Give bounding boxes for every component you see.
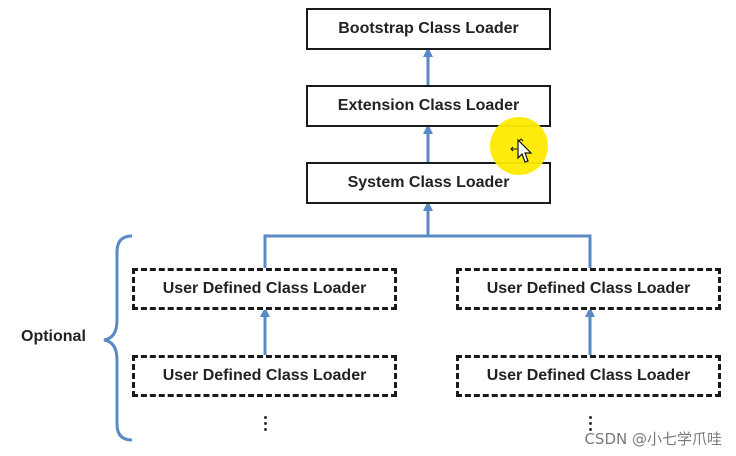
optional-label: Optional [21, 328, 86, 345]
user-defined-loader-box: User Defined Class Loader [132, 268, 397, 310]
extension-label: Extension Class Loader [337, 97, 520, 114]
system-label: System Class Loader [347, 174, 510, 191]
branch-connector [263, 234, 592, 268]
system-class-loader-box: System Class Loader [306, 162, 551, 204]
move-cursor-icon [510, 138, 533, 163]
optional-brace [103, 234, 133, 442]
ellipsis-left [264, 416, 268, 431]
user-defined-loader-box: User Defined Class Loader [456, 268, 721, 310]
user-defined-loader-box: User Defined Class Loader [456, 355, 721, 397]
watermark: CSDN @小七学爪哇 [584, 430, 722, 448]
user-defined-label: User Defined Class Loader [162, 367, 367, 384]
bootstrap-class-loader-box: Bootstrap Class Loader [306, 8, 551, 50]
user-defined-label: User Defined Class Loader [486, 280, 691, 297]
ellipsis-right [589, 416, 593, 431]
user-defined-label: User Defined Class Loader [162, 280, 367, 297]
user-defined-loader-box: User Defined Class Loader [132, 355, 397, 397]
bootstrap-label: Bootstrap Class Loader [338, 20, 519, 37]
user-defined-label: User Defined Class Loader [486, 367, 691, 384]
